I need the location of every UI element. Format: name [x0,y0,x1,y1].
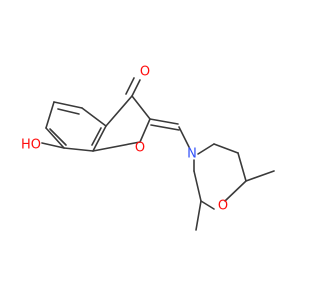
bond [131,79,141,97]
bond [213,143,239,154]
bond [200,200,215,210]
bond [81,107,107,127]
bond [237,152,247,182]
benzene-ring [45,101,107,152]
bond [63,147,94,152]
bond [125,77,135,95]
ketone-oxygen-label: O [140,65,150,80]
bond [149,118,179,125]
bond [49,128,67,146]
morpholine-oxygen-label: O [218,199,228,214]
bond [245,170,275,182]
bond [92,141,141,152]
morpholine-ring [193,143,275,231]
structure-canvas: O HO O N O [20,64,275,231]
bond [131,95,151,120]
bond [150,124,180,131]
bond [193,170,202,202]
bond [45,127,65,149]
hydroxyl-label: HO [21,138,41,153]
molecule-diagram: O HO O N O [21,65,275,231]
bond [41,142,65,149]
bond [45,101,55,129]
bond [197,143,215,155]
linker [149,118,190,148]
bond [92,125,107,152]
bond [224,180,247,202]
ring-oxygen-label: O [135,141,145,156]
bond [139,118,151,143]
bond [105,95,133,127]
bond [91,127,102,146]
bond [57,108,80,115]
bond [195,200,202,231]
nitrogen-label: N [187,147,197,162]
bond [53,101,83,109]
bond [178,126,190,148]
furanone-ring [92,77,151,152]
